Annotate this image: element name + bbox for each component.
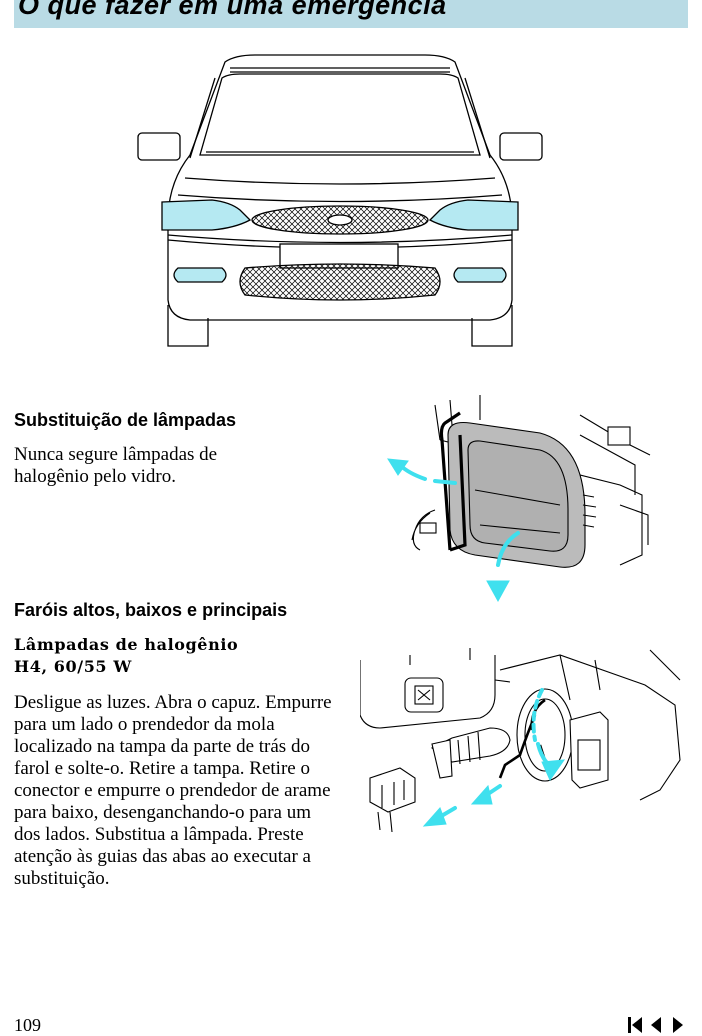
header-band <box>14 0 688 28</box>
headlamp-instructions-text: Desligue as luzes. Abra o capuz. Empurre… <box>14 692 332 889</box>
bulb-type-line-1: Lâmpadas de halogênio <box>14 635 239 654</box>
page-navigation <box>628 1017 683 1033</box>
section-heading-headlamps: Faróis altos, baixos e principais <box>14 600 288 620</box>
headlamp-cover-illustration <box>387 395 651 603</box>
page-number: 109 <box>14 1015 41 1035</box>
bulb-type-line-2: H4, 60/55 W <box>14 657 132 676</box>
next-page-icon[interactable] <box>673 1017 683 1033</box>
car-front-illustration <box>137 54 543 347</box>
previous-page-icon[interactable] <box>651 1017 661 1033</box>
first-page-icon[interactable] <box>628 1017 642 1033</box>
bulb-warning-text: Nunca segure lâmpadas de halogênio pelo … <box>14 444 218 487</box>
section-heading-bulb-replacement: Substituição de lâmpadas <box>14 410 237 430</box>
page-title: O que fazer em uma emergência <box>18 0 447 20</box>
bulb-replacement-illustration <box>360 648 681 833</box>
